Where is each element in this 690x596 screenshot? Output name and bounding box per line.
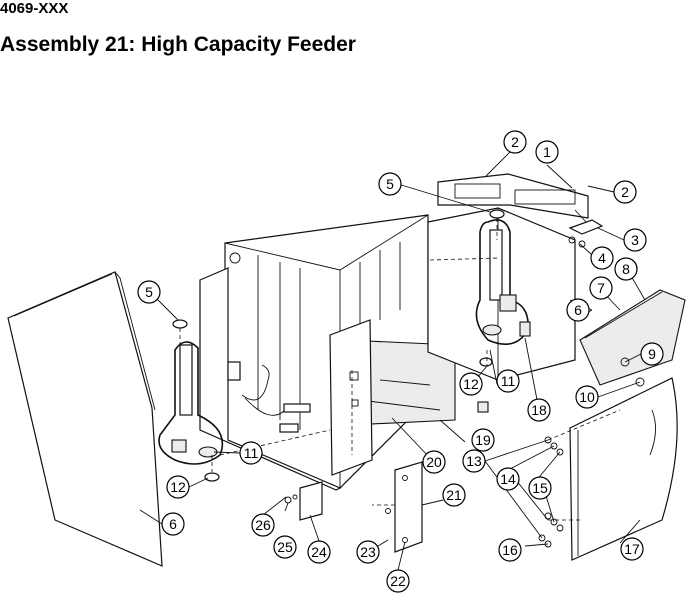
small-block (477, 401, 489, 413)
small-board (284, 481, 323, 521)
assembly-paths (179, 218, 621, 521)
svg-text:13: 13 (466, 453, 482, 469)
svg-text:1: 1 (543, 144, 551, 160)
callout-23: 23 (356, 540, 380, 564)
svg-text:25: 25 (277, 539, 293, 555)
top-front-cover (579, 289, 686, 387)
callout-2-top: 2 (503, 130, 527, 154)
svg-text:6: 6 (169, 516, 177, 532)
cable-harness (227, 361, 311, 433)
callout-19: 19 (471, 428, 495, 452)
svg-text:4: 4 (598, 250, 606, 266)
svg-text:10: 10 (579, 389, 595, 405)
bracket (568, 219, 604, 248)
svg-text:11: 11 (501, 373, 516, 389)
svg-text:26: 26 (255, 517, 271, 533)
callout-6-left: 6 (161, 512, 185, 536)
center-plate (329, 319, 373, 476)
control-board (385, 461, 423, 553)
main-frame (199, 214, 456, 491)
callout-16: 16 (498, 538, 522, 562)
callout-7: 7 (589, 276, 613, 300)
svg-text:12: 12 (463, 376, 479, 392)
callout-21: 21 (442, 483, 466, 507)
callout-8: 8 (614, 257, 638, 281)
callout-10: 10 (575, 385, 599, 409)
page-title: Assembly 21: High Capacity Feeder (0, 33, 356, 56)
callout-20: 20 (422, 450, 446, 474)
front-door (569, 377, 678, 561)
svg-text:2: 2 (511, 134, 519, 150)
svg-text:3: 3 (631, 232, 639, 248)
callout-4: 4 (590, 246, 614, 270)
svg-text:19: 19 (475, 432, 491, 448)
svg-text:2: 2 (621, 184, 629, 200)
svg-text:17: 17 (624, 541, 640, 557)
left-elevator-assembly (158, 319, 224, 482)
callout-11-right: 11 (496, 369, 520, 393)
svg-text:8: 8 (622, 261, 630, 277)
right-elevator-assembly (475, 209, 529, 367)
svg-text:18: 18 (531, 402, 547, 418)
callout-25: 25 (273, 535, 297, 559)
svg-text:24: 24 (311, 544, 327, 560)
document-part-number: 4069-XXX (0, 0, 69, 17)
callout-22: 22 (386, 569, 410, 593)
svg-text:23: 23 (360, 544, 376, 560)
callout-12-right: 12 (459, 372, 483, 396)
callout-24: 24 (307, 540, 331, 564)
callout-15: 15 (528, 476, 552, 500)
left-side-cover (7, 271, 163, 567)
svg-text:21: 21 (446, 487, 462, 503)
svg-text:12: 12 (170, 479, 186, 495)
svg-text:6: 6 (574, 302, 582, 318)
callout-18: 18 (527, 398, 551, 422)
svg-text:5: 5 (145, 284, 153, 300)
callout-12-left: 12 (166, 475, 190, 499)
callout-1: 1 (535, 140, 559, 164)
sensor-block (519, 321, 531, 337)
top-rail (437, 173, 589, 223)
callout-5-left: 5 (137, 280, 161, 304)
callout-14: 14 (496, 467, 520, 491)
callout-11-left: 11 (239, 441, 263, 465)
svg-text:7: 7 (597, 280, 605, 296)
svg-text:9: 9 (648, 346, 656, 362)
callout-5-top: 5 (378, 172, 402, 196)
svg-text:14: 14 (500, 471, 516, 487)
callout-13: 13 (462, 449, 486, 473)
svg-text:22: 22 (390, 573, 406, 589)
callout-9: 9 (640, 342, 664, 366)
callout-2-right: 2 (613, 180, 637, 204)
callout-6-right: 6 (566, 298, 590, 322)
callout-17: 17 (620, 537, 644, 561)
callout-3: 3 (623, 228, 647, 252)
svg-text:5: 5 (386, 176, 394, 192)
svg-text:16: 16 (502, 542, 518, 558)
svg-text:15: 15 (532, 480, 548, 496)
svg-text:11: 11 (244, 445, 259, 461)
callout-26: 26 (251, 513, 275, 537)
svg-text:20: 20 (426, 454, 442, 470)
